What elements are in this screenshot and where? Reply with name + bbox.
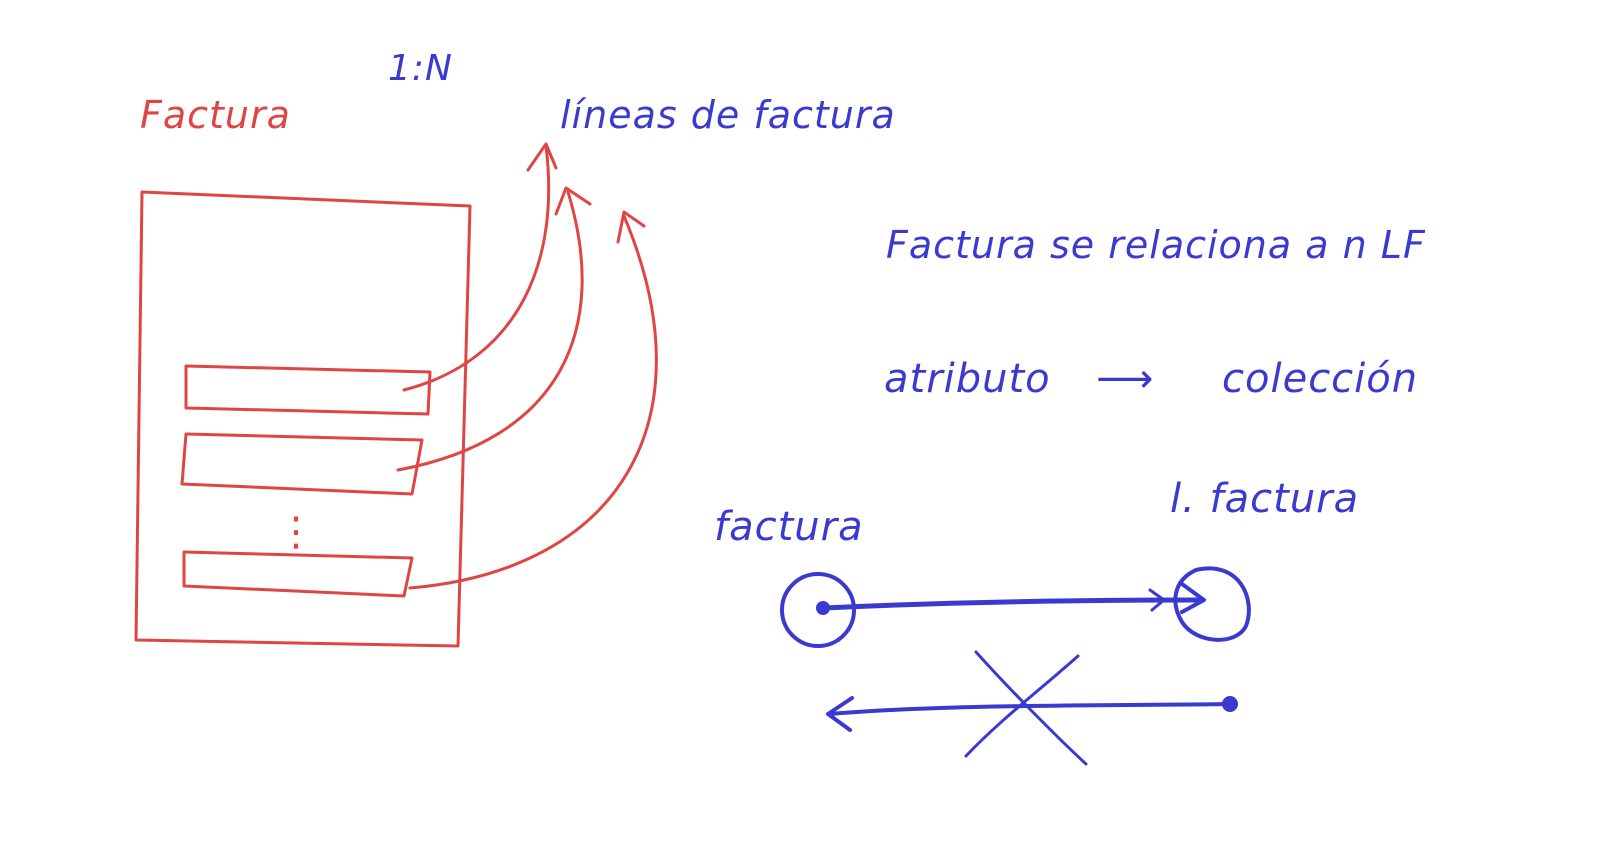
invoice-lines-label: líneas de factura (560, 93, 896, 137)
arrow-head-2 (554, 186, 592, 216)
cross-mark-stroke-2 (964, 654, 1080, 758)
navigable-arrow-head (1180, 582, 1206, 614)
relation-note: Factura se relaciona a n LF (886, 223, 1426, 267)
collection-word: colección (1222, 356, 1418, 402)
attribute-word: atributo (884, 356, 1051, 402)
attribute-arrow: ⟶ (1096, 356, 1154, 402)
arrow-head-1 (526, 142, 558, 172)
invoice-line-node-label: l. factura (1170, 476, 1359, 522)
invoice-box (134, 190, 472, 648)
invoice-title: Factura (140, 93, 291, 137)
invoice-node (780, 572, 856, 648)
invoice-line-node (1173, 566, 1251, 642)
invoice-line-row-3 (182, 550, 414, 598)
cardinality-label: 1:N (388, 48, 453, 89)
relation-arrow-3 (408, 214, 658, 590)
relation-arrow-2 (396, 190, 584, 472)
relation-arrow-1 (402, 144, 551, 392)
invoice-line-row-1 (184, 364, 432, 416)
reverse-arrow-head (826, 696, 854, 732)
rows-ellipsis: ⋮ (276, 509, 316, 555)
arrow-head-3 (616, 210, 646, 244)
navigable-association-arrow (821, 597, 1203, 611)
navigable-arrow-head-secondary (1148, 588, 1166, 612)
invoice-line-row-2 (180, 432, 424, 496)
invoice-node-label: factura (714, 504, 864, 550)
cross-mark-stroke-1 (974, 650, 1088, 766)
reverse-arrow-origin-dot (1222, 696, 1238, 712)
